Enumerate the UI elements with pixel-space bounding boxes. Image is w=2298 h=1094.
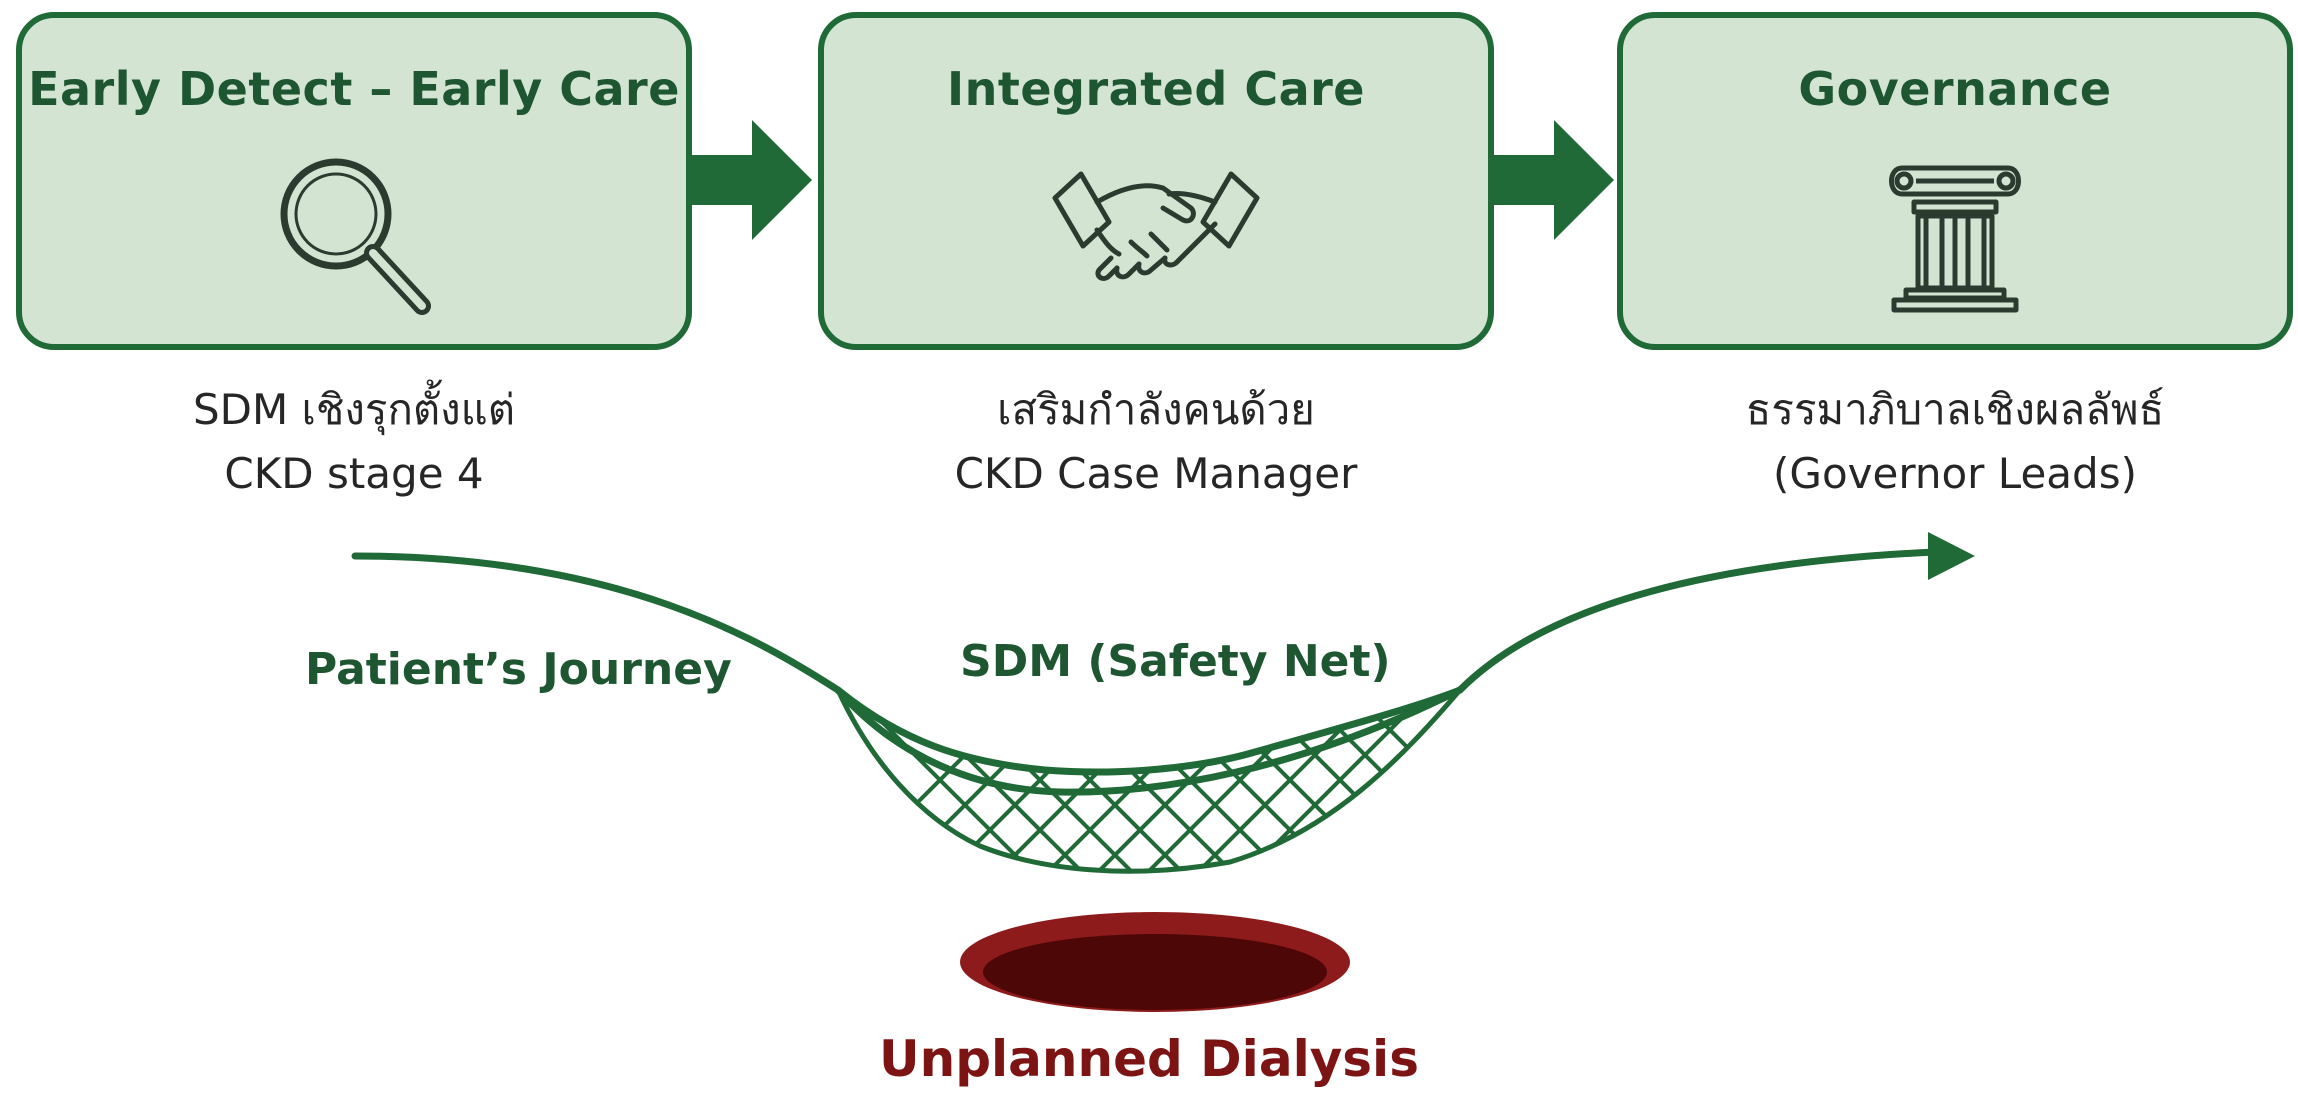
journey-path <box>351 548 1939 776</box>
arrowhead-icon <box>1928 532 1975 580</box>
caption-line: CKD Case Manager <box>954 449 1358 498</box>
safety-net-rim <box>835 686 1462 796</box>
pillar-icon <box>1880 146 2030 320</box>
step-box-governance: Governance <box>1617 12 2293 350</box>
caption-line: (Governor Leads) <box>1773 449 2137 498</box>
handshake-icon <box>1051 146 1261 300</box>
step-title: Integrated Care <box>946 62 1366 116</box>
step-caption: SDM เชิงรุกตั้งแต่ CKD stage 4 <box>16 378 692 506</box>
step-title: Governance <box>1798 62 2112 116</box>
safety-net-label: SDM (Safety Net) <box>960 636 1391 687</box>
unplanned-dialysis-label: Unplanned Dialysis <box>879 1030 1419 1088</box>
step-caption: เสริมกำลังคนด้วย CKD Case Manager <box>818 378 1494 506</box>
caption-line: CKD stage 4 <box>224 449 484 498</box>
journey-label: Patient’s Journey <box>305 644 732 695</box>
caption-line: เสริมกำลังคนด้วย <box>997 385 1315 434</box>
dialysis-hole-inner <box>983 934 1327 1010</box>
caption-line: ธรรมาภิบาลเชิงผลลัพธ์ <box>1745 385 2165 434</box>
magnifier-icon <box>274 146 434 330</box>
caption-line: SDM เชิงรุกตั้งแต่ <box>192 385 516 434</box>
safety-net-icon <box>838 690 1460 872</box>
step-box-early-detect: Early Detect – Early Care <box>16 12 692 350</box>
safety-net-outline <box>835 688 1462 874</box>
step-arrows <box>692 120 1614 240</box>
arrow-right-icon <box>692 120 812 240</box>
step-caption: ธรรมาภิบาลเชิงผลลัพธ์ (Governor Leads) <box>1617 378 2293 506</box>
step-title: Early Detect – Early Care <box>28 62 680 116</box>
step-box-integrated-care: Integrated Care <box>818 12 1494 350</box>
arrow-right-icon <box>1494 120 1614 240</box>
